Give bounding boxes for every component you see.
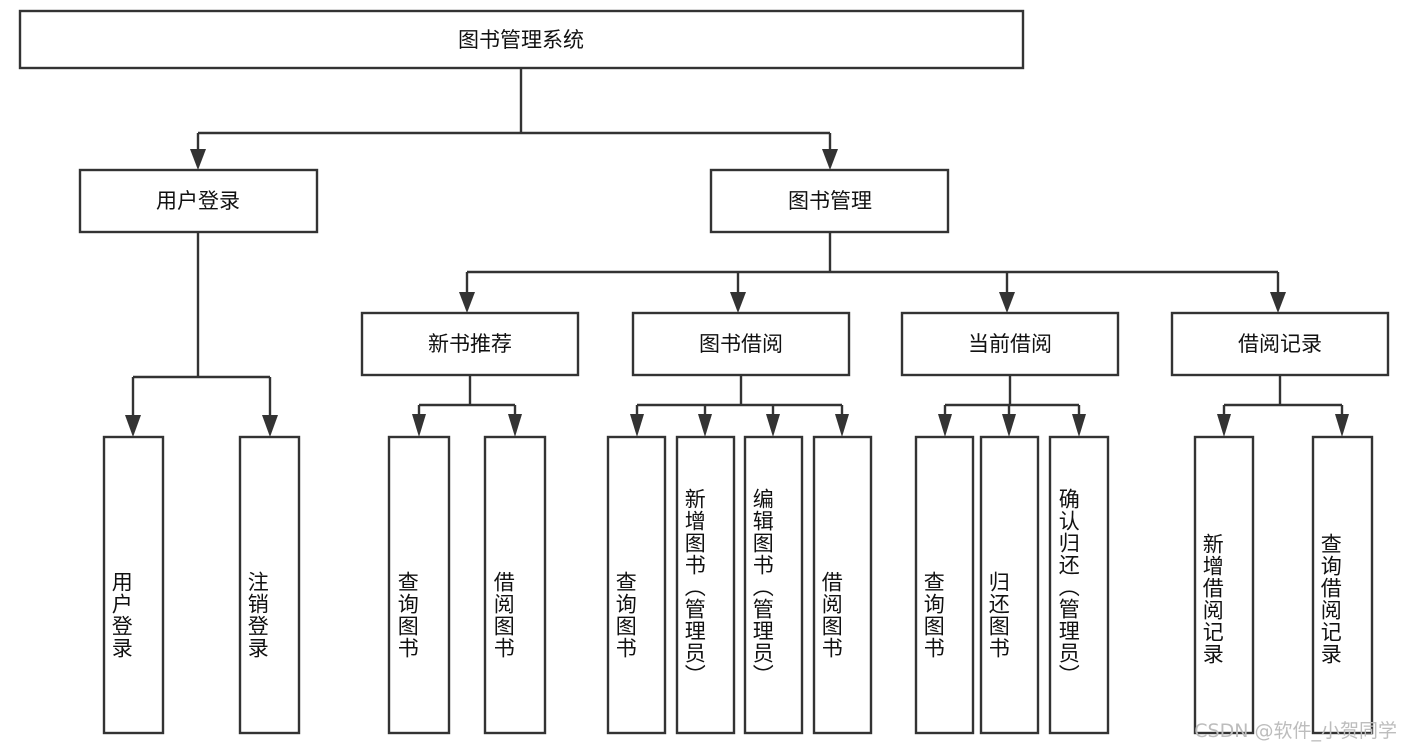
connector-bookborrow-to-leaves bbox=[630, 375, 849, 437]
leaf-box-borrow-book-2[interactable] bbox=[812, 435, 873, 735]
new-book-recommend-label: 新书推荐 bbox=[428, 332, 512, 356]
leaf-box-query-book-1[interactable] bbox=[387, 435, 451, 735]
current-borrow-box[interactable] bbox=[900, 311, 1120, 377]
csdn-watermark: CSDN @软件_小贺同学 bbox=[1194, 720, 1397, 742]
arrow-head-icon bbox=[459, 292, 475, 313]
node-book-borrow[interactable]: 图书借阅 bbox=[631, 311, 851, 377]
arrow-head-icon bbox=[1002, 414, 1016, 437]
leaf-box-edit-book-admin[interactable] bbox=[743, 435, 804, 735]
root-box[interactable] bbox=[18, 9, 1025, 70]
user-login-box[interactable] bbox=[78, 168, 319, 234]
arrow-head-icon bbox=[999, 292, 1015, 313]
leaf-box-confirm-return-admin[interactable] bbox=[1048, 435, 1110, 735]
arrow-head-icon bbox=[766, 414, 780, 437]
leaf-box-borrow-book-1[interactable] bbox=[483, 435, 547, 735]
connector-userlogin-to-leaves bbox=[125, 232, 278, 437]
user-login-label: 用户登录 bbox=[156, 189, 240, 213]
connector-root-to-level2 bbox=[190, 68, 838, 170]
arrow-head-icon bbox=[698, 414, 712, 437]
arrow-head-icon bbox=[508, 414, 522, 437]
leaf-box-query-book-3[interactable] bbox=[914, 435, 975, 735]
connector-newbook-to-leaves bbox=[412, 375, 522, 437]
leaf-box-query-book-2[interactable] bbox=[606, 435, 667, 735]
node-user-login[interactable]: 用户登录 bbox=[78, 168, 319, 234]
current-borrow-label: 当前借阅 bbox=[968, 332, 1052, 356]
arrow-head-icon bbox=[1217, 414, 1231, 437]
node-current-borrow[interactable]: 当前借阅 bbox=[900, 311, 1120, 377]
arrow-head-icon bbox=[822, 149, 838, 170]
node-new-book-recommend[interactable]: 新书推荐 bbox=[360, 311, 580, 377]
arrow-head-icon bbox=[730, 292, 746, 313]
node-root[interactable]: 图书管理系统 bbox=[18, 9, 1025, 70]
node-borrow-record[interactable]: 借阅记录 bbox=[1170, 311, 1390, 377]
arrow-head-icon bbox=[1270, 292, 1286, 313]
leaf-box-return-book[interactable] bbox=[979, 435, 1040, 735]
new-book-recommend-box[interactable] bbox=[360, 311, 580, 377]
arrow-head-icon bbox=[938, 414, 952, 437]
connector-currentborrow-to-leaves bbox=[938, 375, 1086, 437]
leaf-box-query-borrow-record[interactable] bbox=[1311, 435, 1374, 735]
arrow-head-icon bbox=[125, 415, 141, 437]
borrow-record-label: 借阅记录 bbox=[1238, 332, 1322, 356]
arrow-head-icon bbox=[190, 149, 206, 170]
book-borrow-label: 图书借阅 bbox=[699, 332, 783, 356]
arrow-head-icon bbox=[412, 414, 426, 437]
node-book-management[interactable]: 图书管理 bbox=[709, 168, 950, 234]
leaf-box-logout[interactable] bbox=[238, 435, 301, 735]
leaf-box-add-borrow-record[interactable] bbox=[1193, 435, 1255, 735]
book-management-label: 图书管理 bbox=[788, 189, 872, 213]
arrow-head-icon bbox=[1072, 414, 1086, 437]
arrow-head-icon bbox=[835, 414, 849, 437]
arrow-head-icon bbox=[262, 415, 278, 437]
connector-bookmgmt-to-level3 bbox=[459, 232, 1286, 313]
leaf-box-user-login[interactable] bbox=[102, 435, 165, 735]
arrow-head-icon bbox=[630, 414, 644, 437]
leaf-box-add-book-admin[interactable] bbox=[675, 435, 736, 735]
connector-borrowrecord-to-leaves bbox=[1217, 375, 1349, 437]
root-label: 图书管理系统 bbox=[458, 28, 584, 52]
arrow-head-icon bbox=[1335, 414, 1349, 437]
